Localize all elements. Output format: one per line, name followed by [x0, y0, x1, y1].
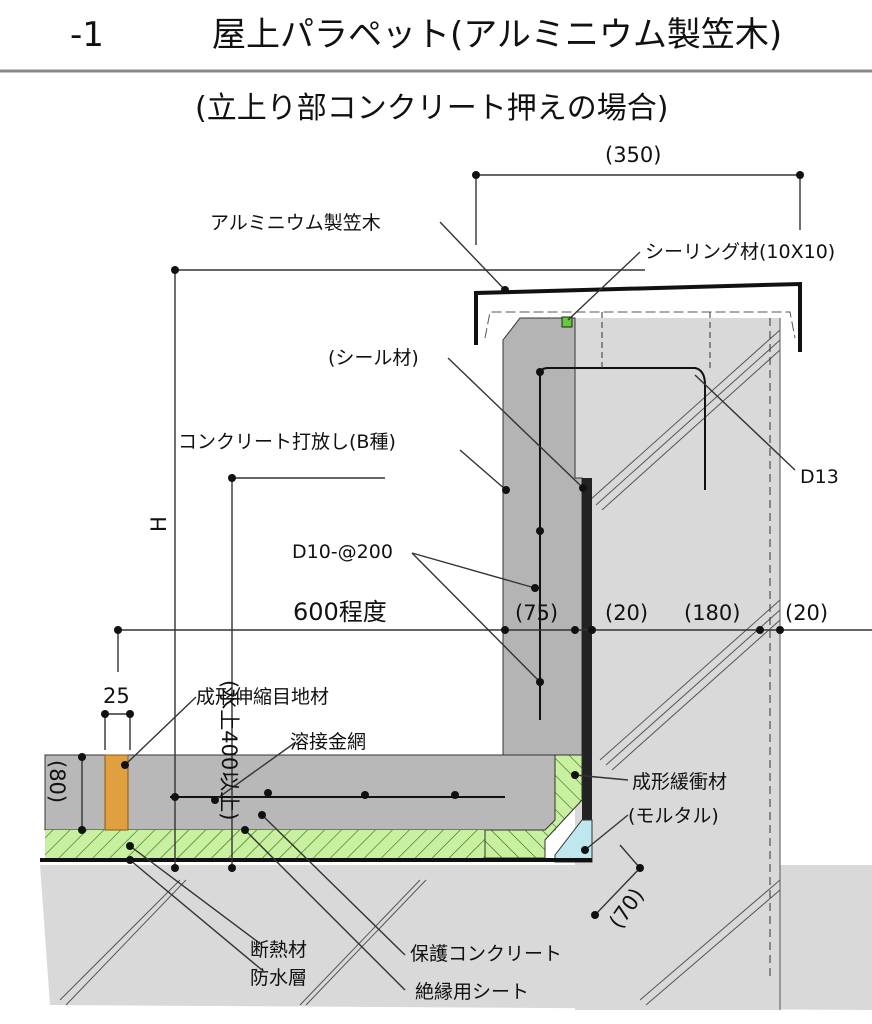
expansion-joint	[104, 754, 129, 831]
riser-concrete	[502, 317, 583, 756]
dim-75: (75)	[515, 601, 558, 625]
aluminum-coping	[474, 281, 802, 352]
dim-350: (350)	[605, 143, 661, 167]
dim-180: (180)	[684, 601, 740, 625]
label-sheet: 絶縁用シート	[415, 981, 529, 1003]
parapet-body	[575, 318, 780, 1010]
dim-20b: (20)	[785, 601, 828, 625]
dim-height-note: (水上400以上)	[217, 680, 241, 820]
label-seal: (シール材)	[328, 347, 419, 369]
waterproof-upturn	[582, 478, 592, 848]
label-cushion: 成形緩衝材	[632, 771, 727, 793]
page-title: 屋上パラペット(アルミニウム製笠木)	[212, 15, 782, 55]
mortar-fill	[554, 819, 593, 863]
label-insulation: 断熱材	[250, 939, 307, 961]
label-sealing: シーリング材(10X10)	[645, 241, 835, 263]
dim-20a: (20)	[605, 601, 648, 625]
label-coping: アルミニウム製笠木	[210, 212, 381, 234]
dim-h: H	[147, 516, 171, 532]
label-d10: D10-@200	[292, 541, 393, 563]
label-mesh: 溶接金網	[290, 731, 366, 753]
label-waterproof: 防水層	[250, 967, 307, 989]
dim-80: (80)	[45, 760, 69, 803]
section-number: -1	[70, 15, 104, 55]
sealant	[561, 316, 573, 328]
label-concrete: コンクリート打放し(B種)	[178, 431, 396, 453]
dim-600: 600程度	[293, 598, 387, 626]
label-protection: 保護コンクリート	[410, 943, 562, 965]
dimension-points	[78, 171, 804, 919]
label-joint: 成形伸縮目地材	[196, 686, 329, 708]
concrete-hatching	[59, 329, 781, 1006]
label-d13: D13	[800, 466, 839, 488]
page-subtitle: (立上り部コンクリート押えの場合)	[195, 91, 668, 126]
label-mortar: (モルタル)	[628, 805, 719, 827]
dim-25: 25	[103, 684, 130, 708]
